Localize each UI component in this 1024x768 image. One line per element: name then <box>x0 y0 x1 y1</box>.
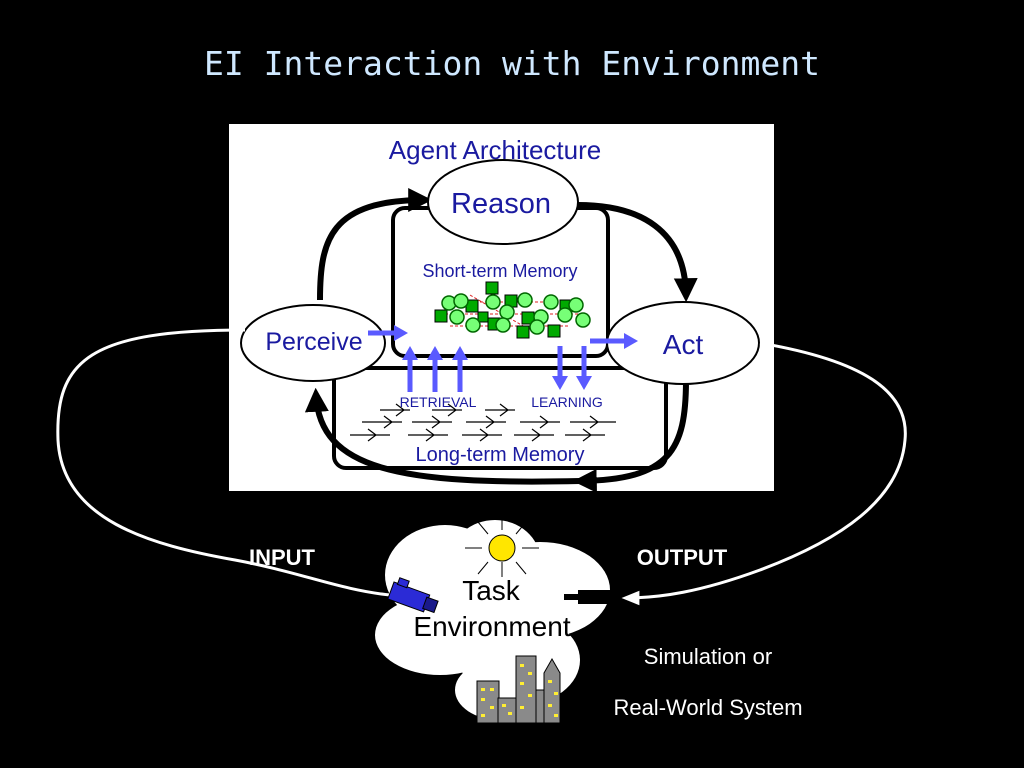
reason-label: Reason <box>451 188 551 220</box>
city-skyline-icon <box>476 655 561 724</box>
long-term-rules <box>350 403 616 442</box>
longterm-to-perceive-arrow <box>304 387 581 485</box>
act-label: Act <box>663 329 704 360</box>
task-label: Task <box>462 575 521 606</box>
long-term-memory-label: Long-term Memory <box>416 444 585 466</box>
perceive-to-reason-arrow <box>317 188 433 301</box>
sun-icon <box>465 515 539 577</box>
short-term-memory-label: Short-term Memory <box>422 261 577 281</box>
environment-label: Environment <box>413 611 570 642</box>
camera-icon <box>387 577 439 614</box>
output-label: OUTPUT <box>637 545 728 570</box>
memory-network-icon <box>434 281 591 339</box>
input-label: INPUT <box>249 545 316 570</box>
learning-arrows <box>552 333 638 390</box>
retrieval-label: RETRIEVAL <box>400 394 477 410</box>
perceive-node <box>240 304 386 382</box>
perceive-label: Perceive <box>265 328 362 356</box>
input-path <box>56 328 391 597</box>
caption-line-1: Simulation or <box>644 644 772 669</box>
reason-to-act-arrow <box>577 202 698 303</box>
act-to-longterm-arrow <box>572 379 689 493</box>
output-path <box>621 341 907 606</box>
learning-label: LEARNING <box>531 394 603 410</box>
caption-line-2: Real-World System <box>613 695 802 720</box>
reason-node <box>427 159 579 245</box>
slide-title: EI Interaction with Environment <box>204 44 820 83</box>
long-term-memory-box <box>332 366 668 470</box>
retrieval-arrows <box>368 325 468 392</box>
pointing-hand-icon <box>564 590 616 604</box>
